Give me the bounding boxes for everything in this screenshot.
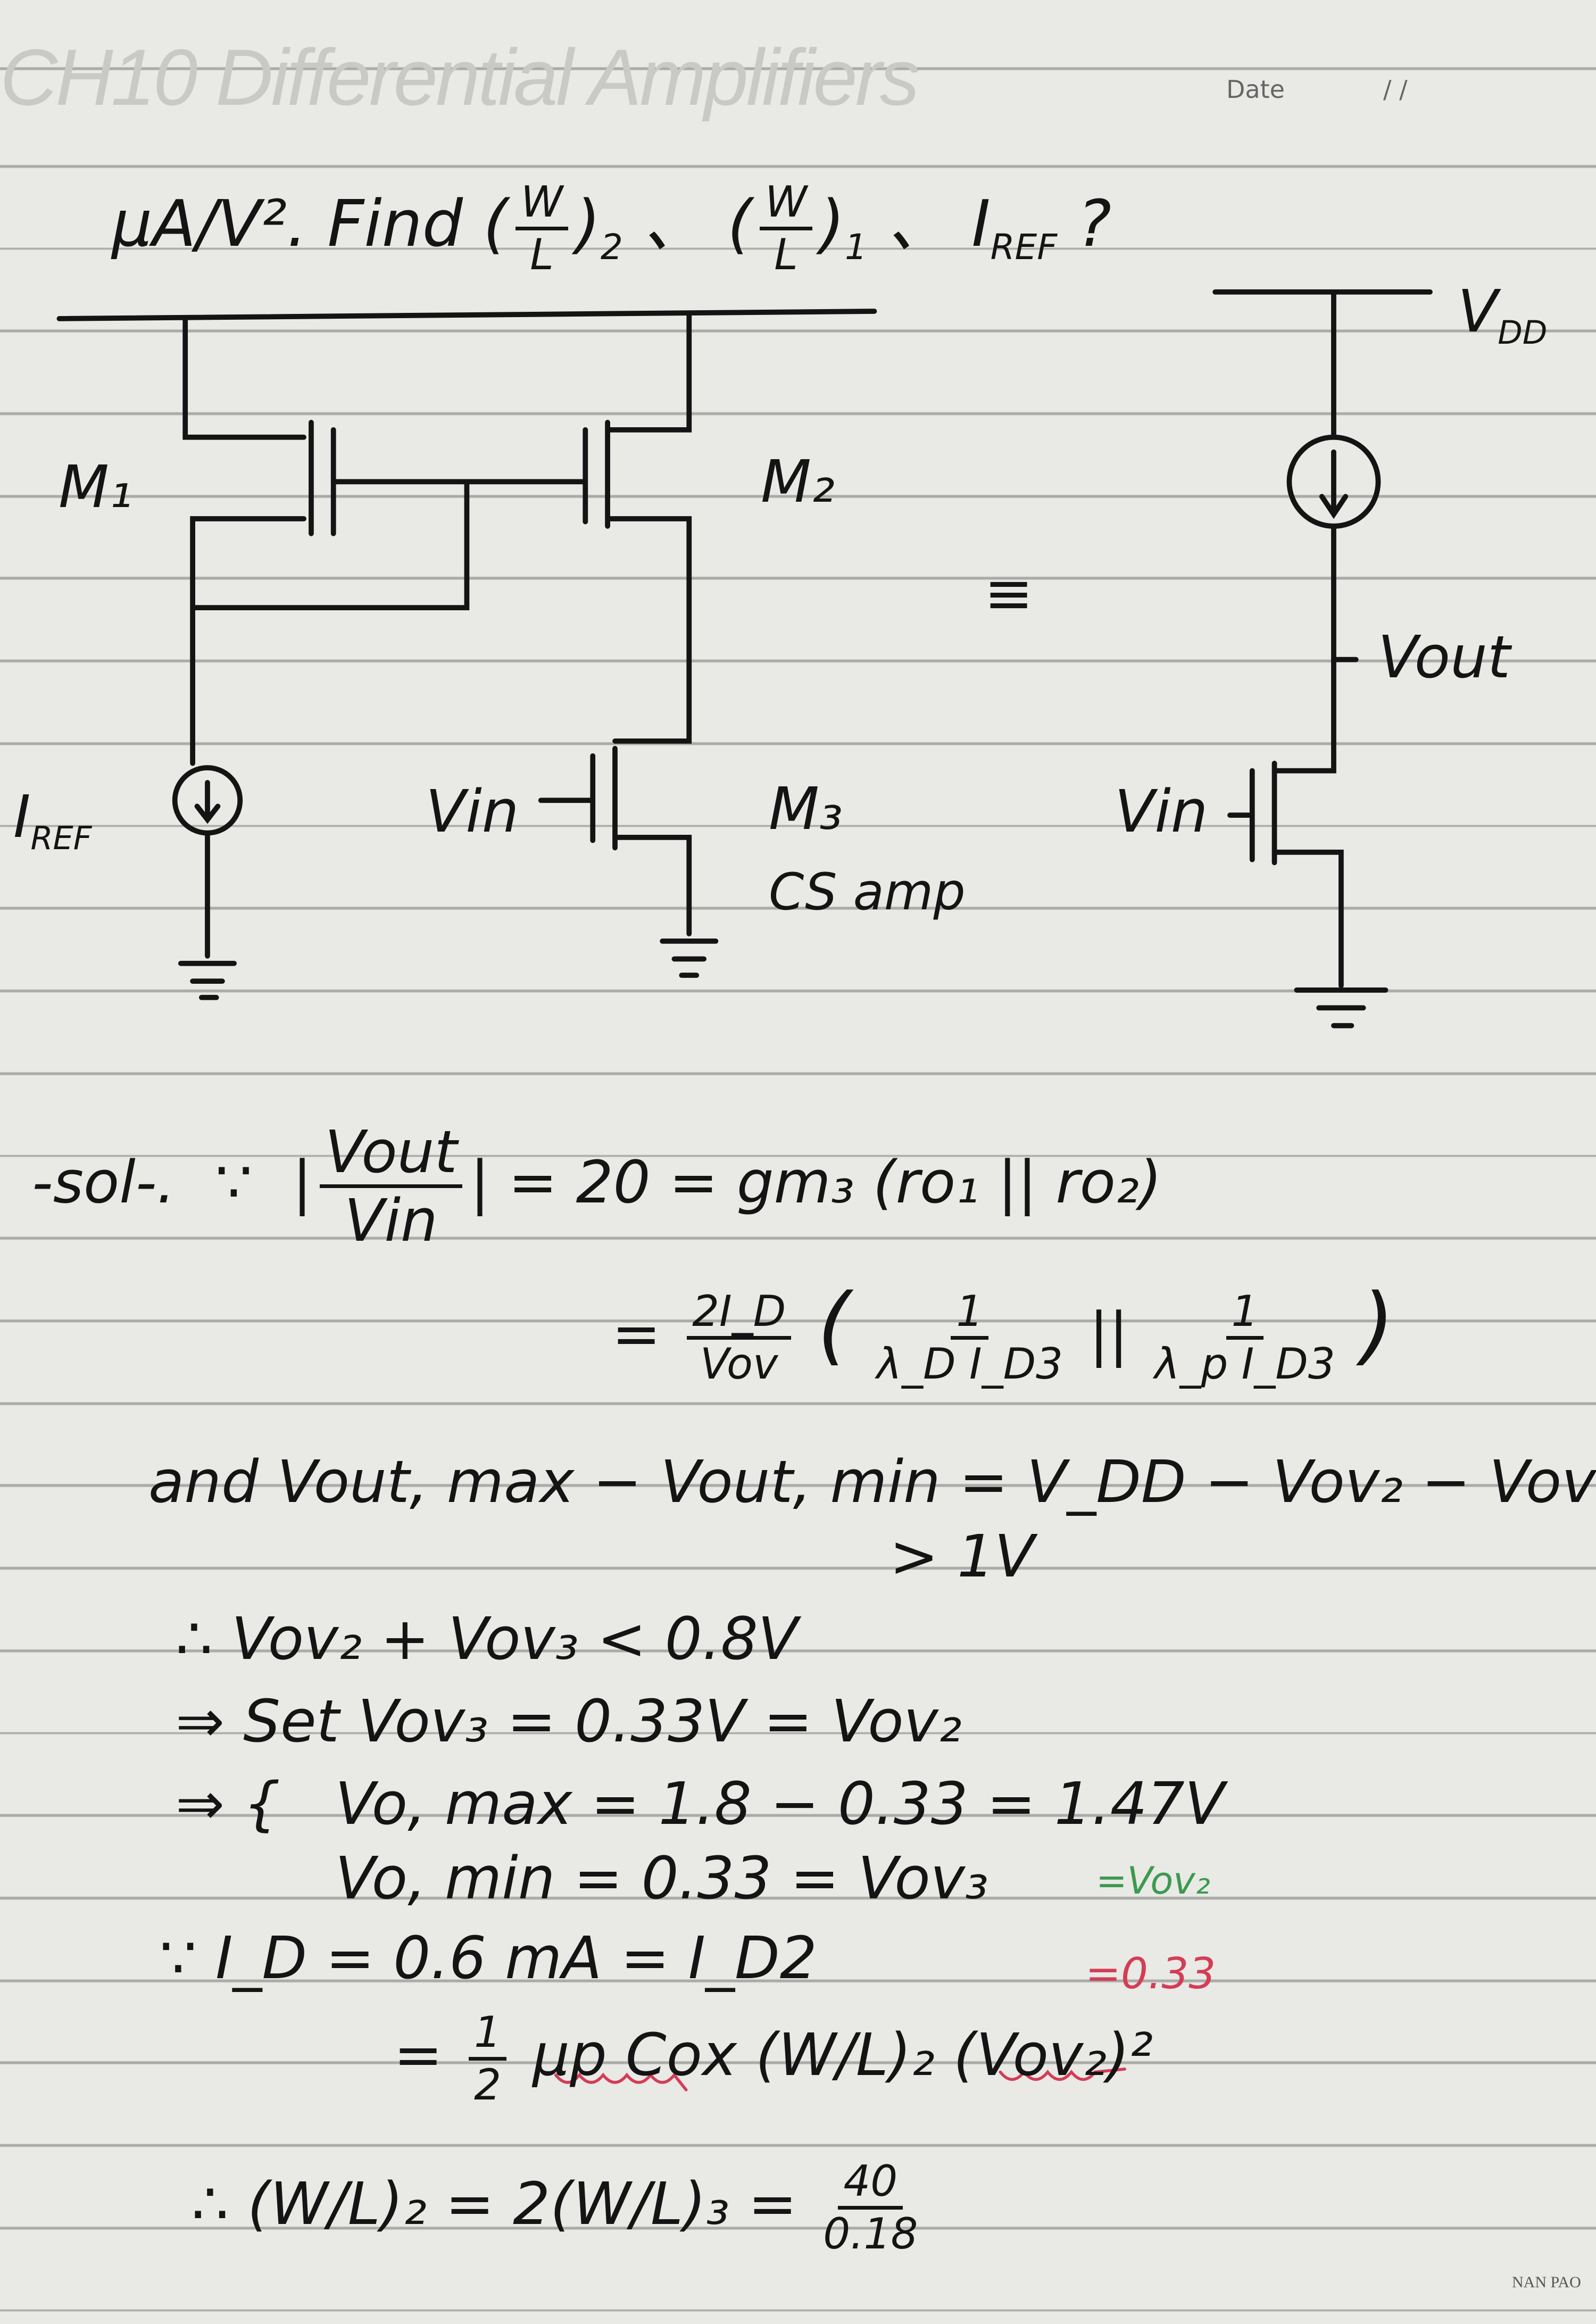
underline-vov2 <box>999 2068 1126 2081</box>
cs-amp-label: CS amp <box>769 863 966 922</box>
question-mark: ? <box>1077 187 1112 262</box>
solution-line-4: > 1V <box>890 1522 1035 1590</box>
m3-label: M₃ <box>769 775 843 843</box>
vdd-rail <box>56 309 877 321</box>
date-label: Date <box>1226 75 1285 104</box>
solution-line-6: ⇒ Set Vov₃ = 0.33V = Vov₂ <box>176 1687 962 1755</box>
iref-circuit-label: IREF <box>13 783 92 857</box>
m1-label: M₁ <box>59 453 133 521</box>
faint-chapter-title: CH10 Differential Amplifiers <box>0 32 920 122</box>
green-note-vov2: =Vov₂ <box>1096 1859 1210 1903</box>
output-wire <box>1271 524 1336 774</box>
units: μA/V². <box>112 187 307 262</box>
m2-label: M₂ <box>761 447 835 516</box>
vin-label-2: Vin <box>1115 777 1208 845</box>
find-label: Find <box>327 187 463 262</box>
solution-line-7-brace: ⇒ { <box>176 1770 281 1838</box>
notebook-brand: NAN PAO <box>1512 2273 1581 2291</box>
vout-label: Vout <box>1378 623 1510 691</box>
nmos-source-wire <box>1271 849 1344 989</box>
m2-source-wire <box>605 311 692 433</box>
red-note-033: =0.33 <box>1085 1949 1216 1998</box>
underline-mupcox <box>554 2072 688 2091</box>
solution-line-5: ∴ Vov₂ + Vov₃ < 0.8V <box>176 1605 798 1673</box>
m1-drain-wire <box>190 516 306 766</box>
load-arrow-head <box>1319 494 1349 519</box>
m2-drain-wire <box>605 516 692 744</box>
red-underlines <box>554 2068 1126 2091</box>
vin-label-1: Vin <box>426 777 519 845</box>
equivalent-symbol: ≡ <box>984 559 1034 627</box>
m3-source-wire <box>612 835 692 936</box>
iref-arrow-head <box>194 803 221 824</box>
solution-line-3: and Vout, max − Vout, min = V_DD − Vov₂ … <box>148 1448 1596 1516</box>
circuit1-schematic <box>56 309 877 1000</box>
circuit2-schematic <box>1212 289 1433 1028</box>
solution-line-9: ∵ I_D = 0.6 mA = I_D2 <box>160 1924 817 1992</box>
solution-line-8: Vo, min = 0.33 = Vov₃ <box>335 1844 988 1912</box>
m1-source-wire <box>182 316 306 440</box>
vdd-label: VDD <box>1458 277 1548 352</box>
date-separators: / / <box>1383 75 1408 104</box>
iref-label: IREF <box>971 187 1058 268</box>
solution-line-7: Vo, max = 1.8 − 0.33 = 1.47V <box>335 1770 1225 1838</box>
diode-connection-wire <box>190 479 470 611</box>
separator: 、 <box>643 187 708 262</box>
